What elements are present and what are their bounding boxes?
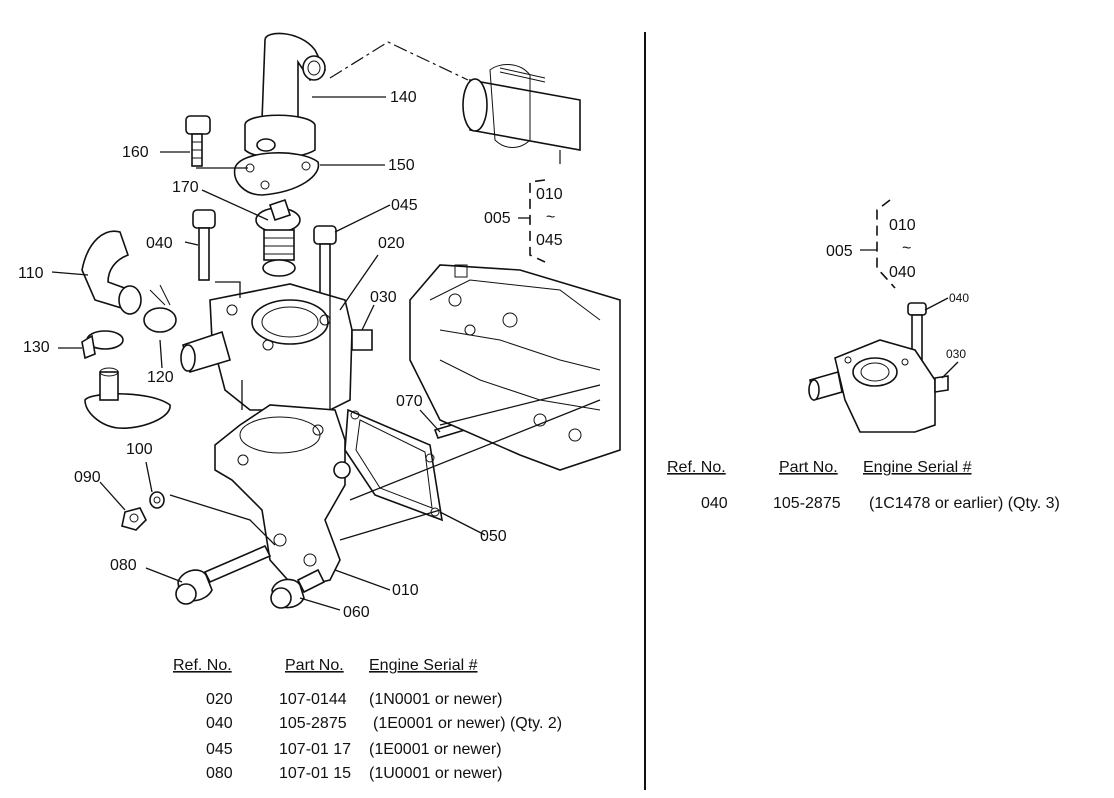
inset-row-1-serial: (1C1478 or earlier) (Qty. 3): [869, 495, 1060, 512]
thermostat: [255, 198, 301, 277]
water-outlet-elbow: [244, 32, 327, 159]
callout-060: 060: [343, 604, 370, 621]
main-row-1-ref: 020: [206, 691, 233, 708]
main-row-2-part: 105-2875: [279, 715, 347, 732]
inset-callout-range-end: 040: [889, 264, 916, 281]
main-row-1-serial: (1N0001 or newer): [369, 691, 502, 708]
callout-170: 170: [172, 179, 199, 196]
callout-030: 030: [370, 289, 397, 306]
main-exploded-view: [51, 32, 621, 611]
inset-table-header-part: Part No.: [779, 459, 838, 476]
inset-callout-030: 030: [946, 347, 966, 361]
outlet-gasket: [233, 152, 320, 196]
main-row-4-ref: 080: [206, 765, 233, 782]
callout-120: 120: [147, 369, 174, 386]
main-row-3-serial: (1E0001 or newer): [369, 741, 502, 758]
main-callouts: 140 160 150 170 045 005 010 ~ 045 040 02…: [18, 89, 563, 621]
callout-005-range-start: 010: [536, 186, 563, 203]
callout-005-range-end: 045: [536, 232, 563, 249]
inset-callouts: 010 ~ 040 005 040 030: [826, 217, 969, 361]
bypass-hose: [81, 230, 142, 315]
callout-010: 010: [392, 582, 419, 599]
main-row-3-ref: 045: [206, 741, 233, 758]
bolt-060: [270, 568, 326, 609]
callout-090: 090: [74, 469, 101, 486]
main-table-header-part: Part No.: [285, 657, 344, 674]
callout-130: 130: [23, 339, 50, 356]
main-table-header-ref: Ref. No.: [173, 657, 232, 674]
inset-row-1-ref: 040: [701, 495, 728, 512]
callout-160: 160: [122, 144, 149, 161]
inset-table-header-serial: Engine Serial #: [863, 459, 972, 476]
hose-clamp-130: [81, 330, 124, 360]
main-row-2-serial: (1E0001 or newer) (Qty. 2): [373, 715, 562, 732]
inset-exploded-view: [808, 199, 959, 433]
inset-callout-range-tilde: ~: [902, 240, 911, 257]
callout-040: 040: [146, 235, 173, 252]
callout-050: 050: [480, 528, 507, 545]
hose-clamp-120: [143, 284, 177, 333]
cylinder-head: [409, 264, 621, 471]
bolt-040: [192, 209, 216, 281]
inset-parts-table: Ref. No. Part No. Engine Serial # 040 10…: [667, 459, 1060, 512]
radiator-hose: [462, 64, 581, 151]
bolt-080: [175, 544, 272, 605]
hose-centerline: [329, 41, 469, 81]
callout-080: 080: [110, 557, 137, 574]
callout-150: 150: [388, 157, 415, 174]
bolt-160: [185, 115, 211, 167]
bolt-045: [313, 225, 337, 297]
main-row-2-ref: 040: [206, 715, 233, 732]
inset-callout-range-start: 010: [889, 217, 916, 234]
washer-and-nut: [121, 491, 165, 531]
callout-045: 045: [391, 197, 418, 214]
main-parts-table: Ref. No. Part No. Engine Serial # 020 10…: [173, 657, 562, 782]
main-row-1-part: 107-0144: [279, 691, 347, 708]
callout-005: 005: [484, 210, 511, 227]
inset-table-header-ref: Ref. No.: [667, 459, 726, 476]
inset-callout-005: 005: [826, 243, 853, 260]
callout-070: 070: [396, 393, 423, 410]
callout-020: 020: [378, 235, 405, 252]
inset-callout-040: 040: [949, 291, 969, 305]
callout-140: 140: [390, 89, 417, 106]
callout-005-range-tilde: ~: [546, 209, 555, 226]
callout-100: 100: [126, 441, 153, 458]
inset-row-1-part: 105-2875: [773, 495, 841, 512]
thermostat-housing: [180, 283, 373, 411]
main-row-3-part: 107-01 17: [279, 741, 351, 758]
main-table-header-serial: Engine Serial #: [369, 657, 478, 674]
flange-gasket: [344, 408, 444, 522]
main-row-4-serial: (1U0001 or newer): [369, 765, 502, 782]
water-flange-body: [214, 404, 351, 589]
pipe-flange: [84, 367, 171, 429]
callout-110: 110: [18, 265, 44, 282]
main-row-4-part: 107-01 15: [279, 765, 351, 782]
